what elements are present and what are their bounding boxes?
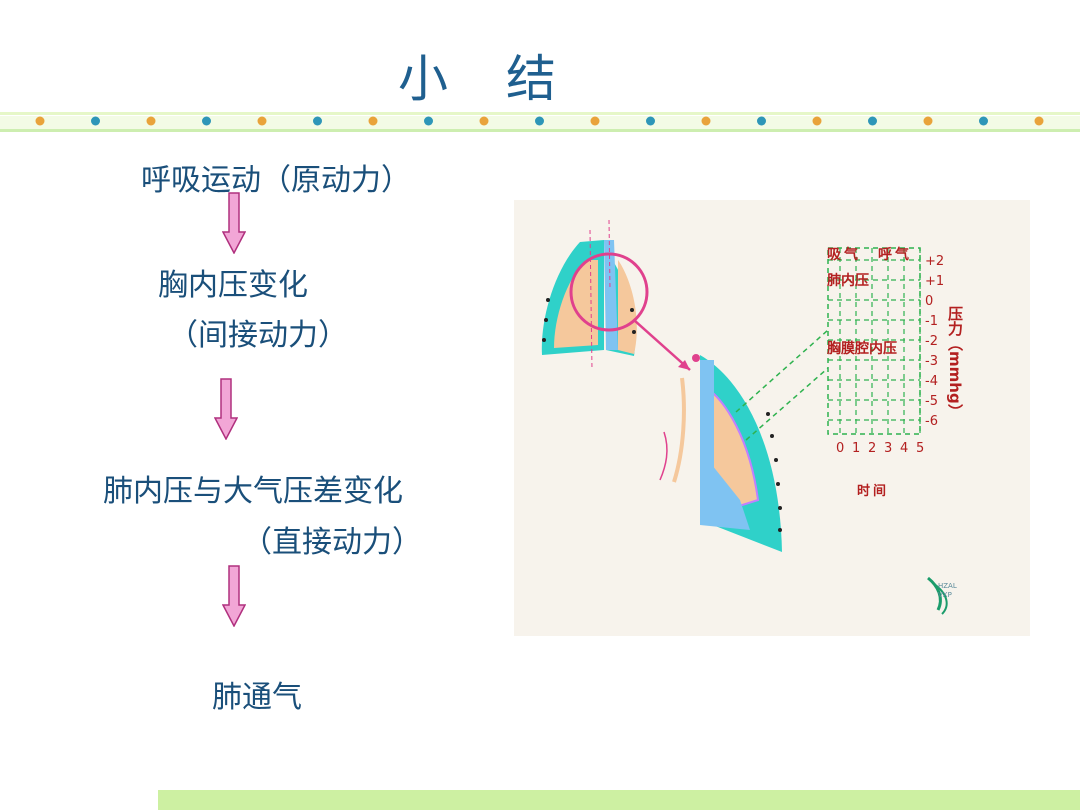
leader-line (745, 367, 829, 441)
band-dot (257, 116, 267, 126)
band-dot (979, 116, 988, 126)
band-dot (590, 116, 600, 126)
band-dot (757, 116, 766, 126)
pressure-axis-label: 压力（mmhg） (946, 306, 964, 419)
x-tick-label: 4 (900, 441, 908, 456)
slide-title: 小 结 (398, 50, 560, 108)
leader-line (735, 329, 829, 413)
flow-step-pulmonary-ventilation: 肺通气 (212, 680, 302, 715)
y-tick-label: +1 (925, 274, 944, 289)
y-tick-label: -2 (925, 334, 938, 349)
flow-step-respiratory-movement: 呼吸运动（原动力） (141, 163, 411, 198)
down-arrow-icon (222, 192, 246, 254)
y-tick-label: +2 (925, 254, 944, 269)
flow-step-direct-force: （直接动力） (242, 525, 422, 560)
flow-step-indirect-force: （间接动力） (168, 318, 348, 353)
band-dot (1034, 116, 1044, 126)
down-arrow-icon (222, 565, 246, 627)
band-dot (313, 116, 322, 126)
y-tick-label: -1 (925, 314, 938, 329)
band-dot (923, 116, 933, 126)
y-tick-label: 0 (925, 294, 933, 309)
band-dot (368, 116, 378, 126)
band-dot (868, 116, 877, 126)
x-tick-label: 0 (836, 441, 844, 456)
x-tick-label: 2 (868, 441, 876, 456)
x-tick-label: 5 (916, 441, 924, 456)
inhale-label: 吸气 (827, 247, 861, 263)
y-tick-label: -6 (925, 414, 938, 429)
intrapulmonary-pressure-label: 肺内压 (827, 273, 869, 289)
small-lung-illustration (541, 219, 637, 371)
footer-bar (158, 790, 1080, 810)
band-dot (202, 116, 211, 126)
flow-step-intrathoracic-pressure: 胸内压变化 (158, 268, 308, 303)
zoom-circle (569, 252, 649, 332)
x-tick-label: 3 (884, 441, 892, 456)
flow-step-pressure-difference: 肺内压与大气压差变化 (103, 474, 403, 509)
time-axis-label: 时间 (857, 484, 890, 499)
exhale-label: 呼气 (878, 247, 912, 263)
band-dot (646, 116, 655, 126)
band-dot (91, 116, 100, 126)
zoom-pointer-arrow (633, 319, 691, 371)
y-tick-label: -5 (925, 394, 938, 409)
logo-text: HZAL VXP (938, 582, 957, 599)
band-dot (479, 116, 489, 126)
y-tick-label: -4 (925, 374, 938, 389)
y-tick-label: -3 (925, 354, 938, 369)
band-dot (812, 116, 822, 126)
band-dot (701, 116, 711, 126)
intrapleural-pressure-label: 胸膜腔内压 (827, 341, 897, 357)
title-divider-band (0, 112, 1080, 132)
band-dot (35, 116, 45, 126)
band-dot (535, 116, 544, 126)
logo-mark (927, 576, 948, 615)
x-tick-label: 1 (852, 441, 860, 456)
band-dot (146, 116, 156, 126)
down-arrow-icon (214, 378, 238, 440)
band-dot (424, 116, 433, 126)
large-lung-illustration (659, 354, 782, 552)
